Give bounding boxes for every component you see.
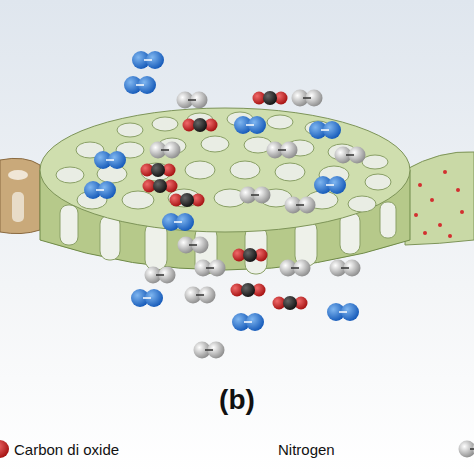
legend-text: Carbon di oxide [14, 441, 119, 458]
co2-legend-icon [0, 440, 9, 458]
panel-label: (b) [219, 384, 255, 416]
legend-text: Nitrogen [278, 441, 335, 458]
